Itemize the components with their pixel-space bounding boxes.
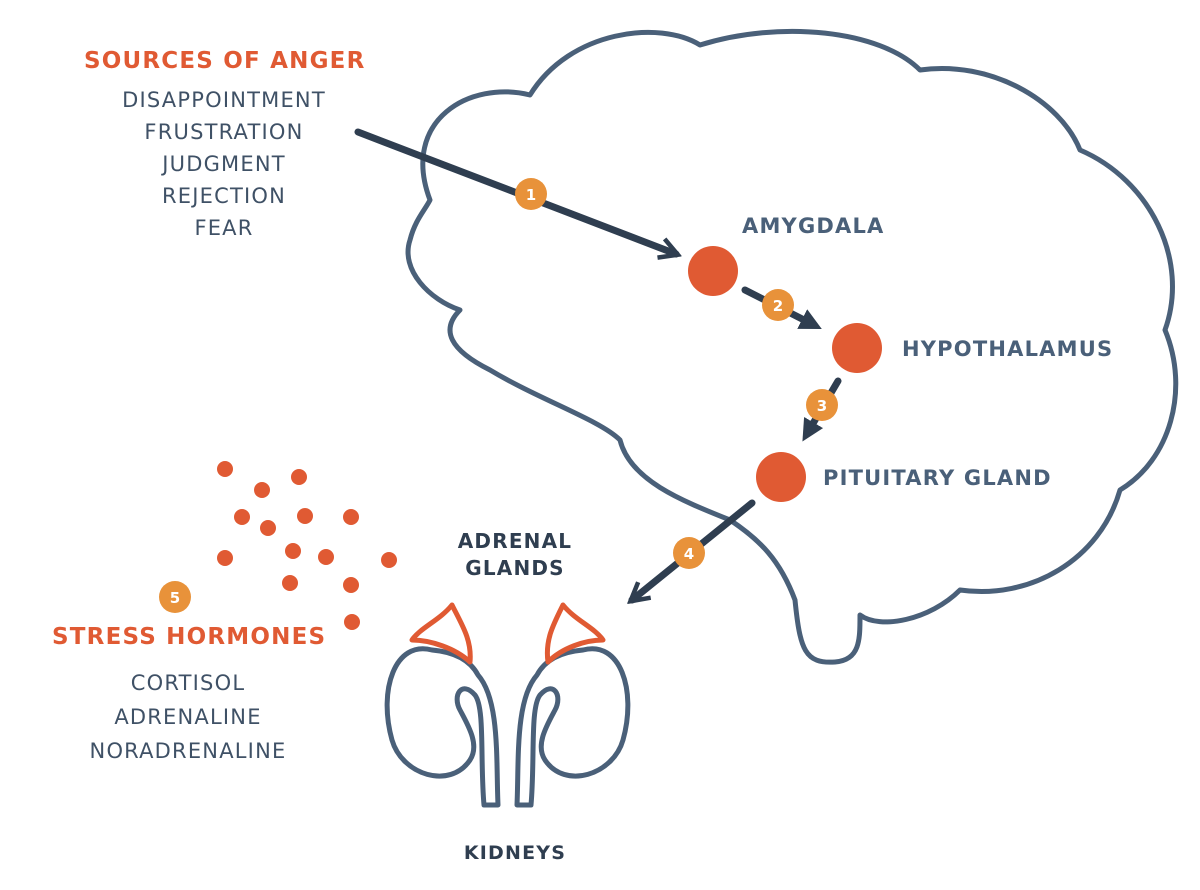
hormone-dot bbox=[282, 575, 298, 591]
source-item: JUDGMENT bbox=[162, 152, 286, 176]
source-item: FEAR bbox=[194, 216, 254, 240]
hormone-item: CORTISOL bbox=[130, 671, 246, 695]
hormones-title: STRESS HORMONES bbox=[52, 624, 327, 650]
hormone-dot bbox=[297, 508, 313, 524]
svg-text:3: 3 bbox=[817, 397, 827, 415]
source-item: REJECTION bbox=[161, 184, 287, 208]
hormone-dot bbox=[381, 552, 397, 568]
hypothalamus-node bbox=[832, 323, 882, 373]
source-item: FRUSTRATION bbox=[144, 120, 304, 144]
hormones-list: CORTISOL ADRENALINE NORADRENALINE bbox=[70, 666, 306, 768]
adrenal-glands-label: ADRENAL GLANDS bbox=[457, 529, 573, 580]
hormone-dot bbox=[285, 543, 301, 559]
brain-outline bbox=[405, 28, 1179, 665]
hormone-dot bbox=[234, 509, 250, 525]
left-kidney bbox=[384, 602, 501, 808]
hormone-item: NORADRENALINE bbox=[89, 739, 287, 763]
right-kidney bbox=[514, 602, 631, 808]
svg-text:2: 2 bbox=[773, 297, 783, 315]
step-badge-4: 4 bbox=[673, 537, 705, 569]
hormone-dots bbox=[217, 461, 397, 630]
svg-text:1: 1 bbox=[526, 186, 536, 204]
hormone-dot bbox=[260, 520, 276, 536]
hormone-dot bbox=[318, 549, 334, 565]
step-badge-1: 1 bbox=[515, 178, 547, 210]
hypothalamus-label: HYPOTHALAMUS bbox=[902, 337, 1114, 361]
amygdala-node bbox=[688, 246, 738, 296]
left-adrenal-gland bbox=[409, 602, 473, 665]
sources-title: SOURCES OF ANGER bbox=[84, 48, 366, 74]
sources-list: DISAPPOINTMENT FRUSTRATION JUDGMENT REJE… bbox=[96, 84, 352, 244]
step-badge-2: 2 bbox=[762, 289, 794, 321]
hormone-dot bbox=[343, 509, 359, 525]
hormone-dot bbox=[343, 577, 359, 593]
kidneys-label: KIDNEYS bbox=[463, 842, 567, 864]
right-adrenal-gland bbox=[544, 602, 606, 665]
source-item: DISAPPOINTMENT bbox=[122, 88, 326, 112]
pituitary-label: PITUITARY GLAND bbox=[823, 466, 1052, 490]
svg-text:4: 4 bbox=[684, 545, 694, 563]
amygdala-label: AMYGDALA bbox=[742, 214, 885, 238]
step-badge-5: 5 bbox=[159, 581, 191, 613]
svg-text:5: 5 bbox=[170, 589, 180, 607]
hormone-item: ADRENALINE bbox=[114, 705, 262, 729]
hormone-dot bbox=[291, 469, 307, 485]
step-badge-3: 3 bbox=[806, 389, 838, 421]
hormone-dot bbox=[217, 461, 233, 477]
hormone-dot bbox=[254, 482, 270, 498]
hormone-dot bbox=[344, 614, 360, 630]
pituitary-node bbox=[756, 452, 806, 502]
hormone-dot bbox=[217, 550, 233, 566]
